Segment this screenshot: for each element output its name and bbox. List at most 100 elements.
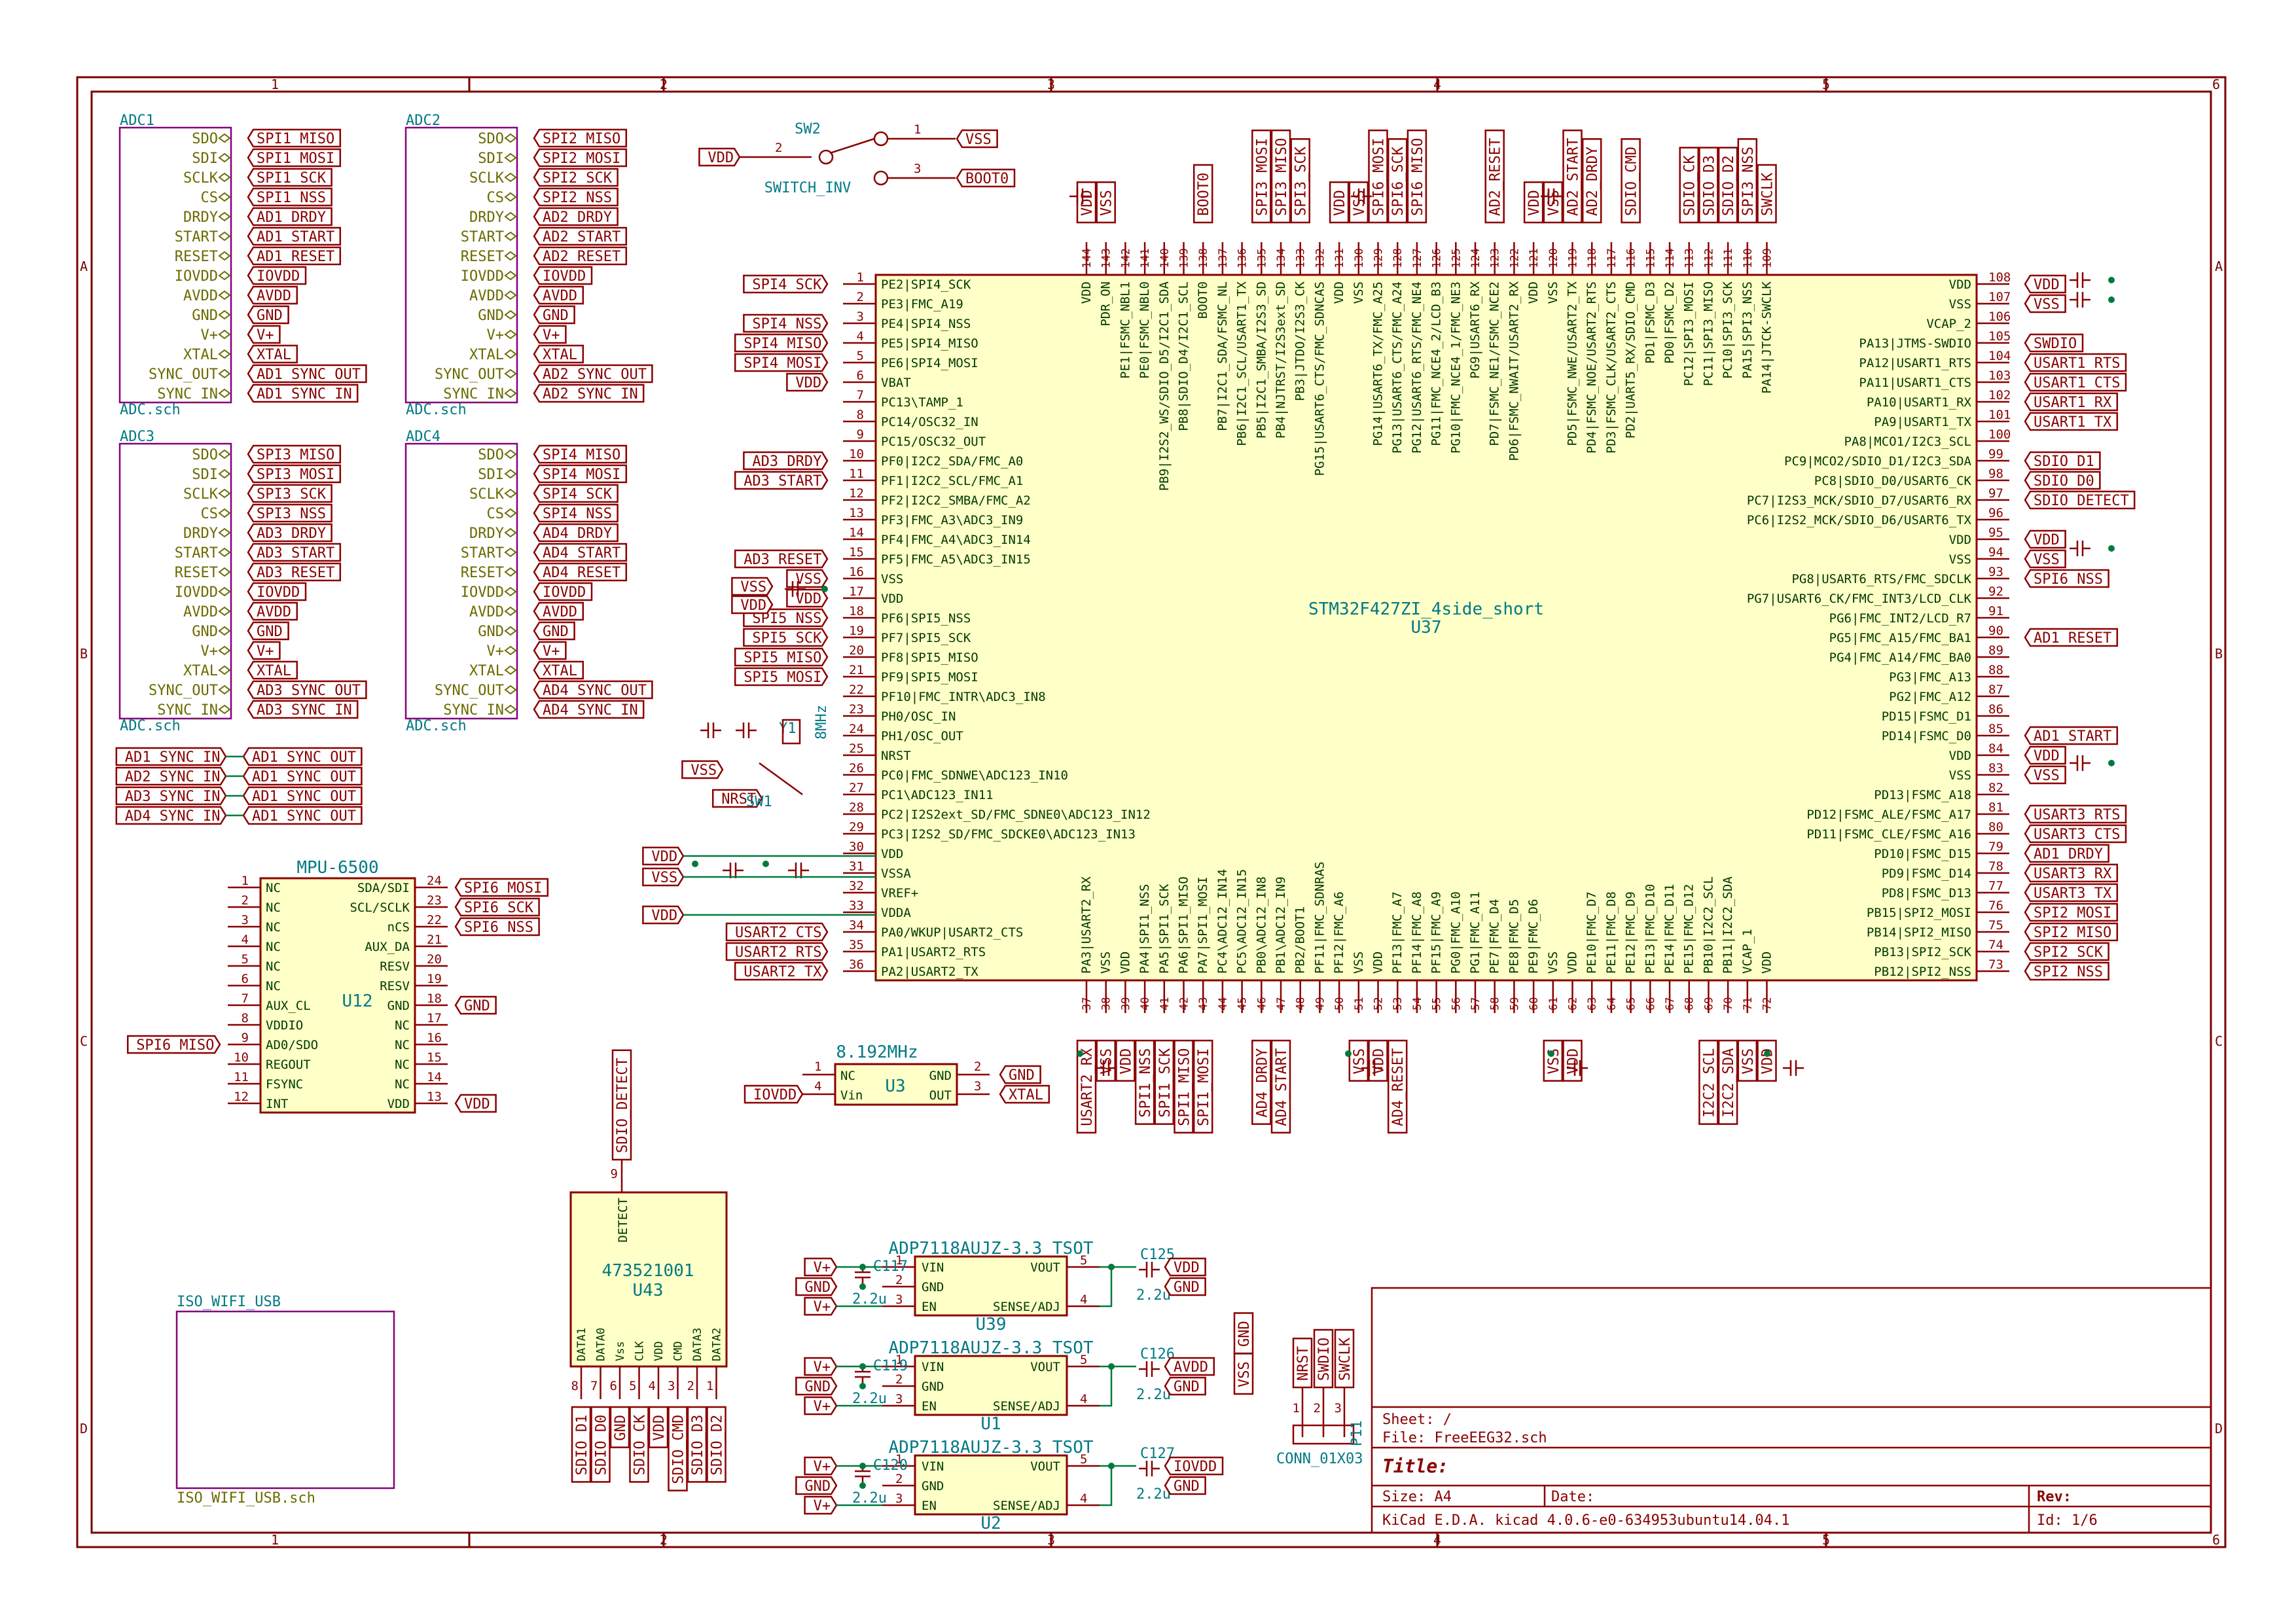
tb-size: Size: A4: [1382, 1489, 1452, 1505]
nrst-label: NRST: [711, 789, 763, 808]
imu-pin-name: SDA/SDI: [357, 881, 410, 895]
mcu-pin-number: 35: [849, 938, 864, 952]
mcu-pin-number: 16: [849, 565, 864, 579]
mcu-pin-name: PG10|FMC_NCE4_1/FMC_NE3: [1448, 281, 1463, 454]
mcu-pin-number: 127: [1411, 248, 1424, 268]
mcu-right-net-label: SPI6_NSS: [2024, 569, 2109, 588]
adc-pin-name: AVDD: [469, 288, 504, 304]
reg-ref: U1: [980, 1414, 1001, 1434]
label-text: SDIO_CMD: [671, 1415, 687, 1484]
label-text: VDD: [795, 591, 821, 607]
label-text: XTAL: [543, 347, 577, 363]
label-shape: [1076, 1039, 1097, 1134]
mcu-pin-number: 17: [849, 584, 864, 599]
reg-pin-name: SENSE/ADJ: [993, 1499, 1060, 1513]
mcu-pin-number: 95: [1988, 526, 2003, 540]
label-shape: [786, 372, 829, 392]
label-text: SPI4_MISO: [543, 447, 620, 463]
mcu-pin-name: PD4|FSMC_NOE/USART2_RTS: [1585, 281, 1599, 454]
label-shape: [734, 961, 829, 981]
mcu-pin-name: PD6|FSMC_NWAIT/USART2_RX: [1507, 281, 1521, 461]
sync-in-label: AD4_SYNC_IN: [115, 806, 227, 825]
mcu-pin-name: VDD: [881, 847, 903, 861]
reg-pin-number: 3: [895, 1491, 903, 1506]
label-text: GND: [1236, 1321, 1253, 1347]
adc-pin-name: SYNC_IN: [443, 702, 504, 719]
mcu-top-net-label: SPI3_SCK: [1290, 138, 1310, 224]
label-shape: [454, 878, 549, 897]
osc-pin-number: 3: [974, 1079, 981, 1094]
adc-pin-arrow: [504, 211, 517, 222]
imu-pin-number: 5: [242, 952, 249, 967]
mcu-pin-name: PG1|FMC_A11: [1468, 891, 1482, 974]
label-text: AD1_SYNC_OUT: [252, 769, 356, 785]
label-text: SPI1_MOSI: [1196, 1048, 1212, 1126]
label-shape: [247, 246, 342, 266]
reg-pin-name: VOUT: [1030, 1459, 1060, 1474]
mcu-pin-name: PA4|SPI1_NSS: [1138, 884, 1152, 974]
sd-pin-name: VDD: [653, 1341, 666, 1361]
label-text: SPI2_MOSI: [2034, 905, 2111, 921]
label-text: SDIO_D1: [574, 1415, 590, 1476]
imu-pin-number: 24: [427, 874, 442, 888]
mcu-pin-number: 51: [1353, 997, 1366, 1010]
label-text: V+: [257, 327, 274, 344]
label-shape: [2024, 804, 2127, 824]
mcu-top-net-label: SPI6_MOSI: [1368, 129, 1388, 224]
mcu-pin-name: PG15|USART6_CTS/FMC_SDNCAS: [1312, 281, 1327, 476]
mcu-pin-name: PG9|USART6_RX: [1468, 281, 1482, 378]
mcu-pin-name: PA1|USART2_RTS: [881, 945, 986, 959]
mcu-right-net-label: VSS: [2024, 549, 2066, 569]
reg-out-capacitor: [1139, 1262, 1160, 1277]
mcu-pin-name: VSS: [1352, 952, 1366, 974]
adc-sheet-file: ADC.sch: [120, 402, 181, 418]
mcu-pin-name: PF13|FMC_A7: [1390, 891, 1405, 974]
mcu-pin-name: PB10|I2C2_SCL: [1701, 876, 1715, 974]
label-shape: [795, 1376, 838, 1396]
sd-net-label: SDIO_D3: [687, 1406, 708, 1483]
vdd-label: VDD: [642, 905, 685, 925]
label-text: VDD: [651, 908, 677, 924]
mcu-pin-name: VDD: [1566, 952, 1580, 974]
label-shape: [2024, 529, 2066, 549]
label-text: AD1_SYNC_OUT: [252, 749, 356, 766]
reg-pin-name: VIN: [922, 1360, 944, 1374]
mcu-pin-number: 65: [1625, 997, 1638, 1010]
decoupling-capacitor: [2070, 541, 2090, 556]
label-text: AD4_RESET: [1390, 1048, 1407, 1126]
mcu-pin-number: 81: [1988, 800, 2003, 815]
reg-pin-name: EN: [922, 1399, 937, 1414]
label-shape: [1737, 138, 1758, 224]
mcu-top-net-label: SPI6_MISO: [1407, 129, 1427, 224]
adc-pin-arrow: [218, 251, 231, 261]
label-text: VDD: [1371, 1048, 1388, 1075]
adc-pin-arrow: [218, 388, 231, 399]
mcu-pin-number: 38: [1100, 997, 1113, 1010]
label-shape: [533, 601, 584, 621]
label-shape: [1717, 1039, 1738, 1125]
label-text: VDD: [1332, 190, 1348, 216]
label-shape: [247, 383, 359, 403]
jtag-net-label: SWCLK: [1334, 1329, 1355, 1389]
mcu-left-net-label: USART2_CTS: [725, 922, 829, 942]
reg-sense-wire: [1100, 1465, 1113, 1507]
switch-contact: [873, 170, 889, 186]
adc-net-label: AD4_DRDY: [533, 523, 619, 543]
mcu-pin-number: 5: [857, 349, 864, 363]
adc-sheet-name: ADC1: [120, 113, 154, 129]
reg-out-label: AVDD: [1164, 1357, 1215, 1376]
label-shape: [609, 1406, 630, 1448]
mcu-pin-name: PE13|FMC_D10: [1643, 884, 1657, 974]
adc-net-label: AD4_START: [533, 543, 628, 562]
label-text: SWDIO: [1316, 1338, 1333, 1381]
label-shape: [1164, 1456, 1224, 1476]
imu-pin-name: AUX_DA: [365, 940, 410, 954]
mcu-bottom-net-label: VDD: [1562, 1039, 1583, 1082]
label-shape: [1621, 138, 1641, 224]
label-shape: [1233, 1353, 1254, 1395]
mcu-pin-number: 107: [1988, 290, 2011, 304]
reg-gnd-label: GND: [795, 1277, 838, 1296]
adc-net-label: IOVDD: [533, 266, 593, 285]
osc-pin-name: NC: [840, 1069, 855, 1083]
